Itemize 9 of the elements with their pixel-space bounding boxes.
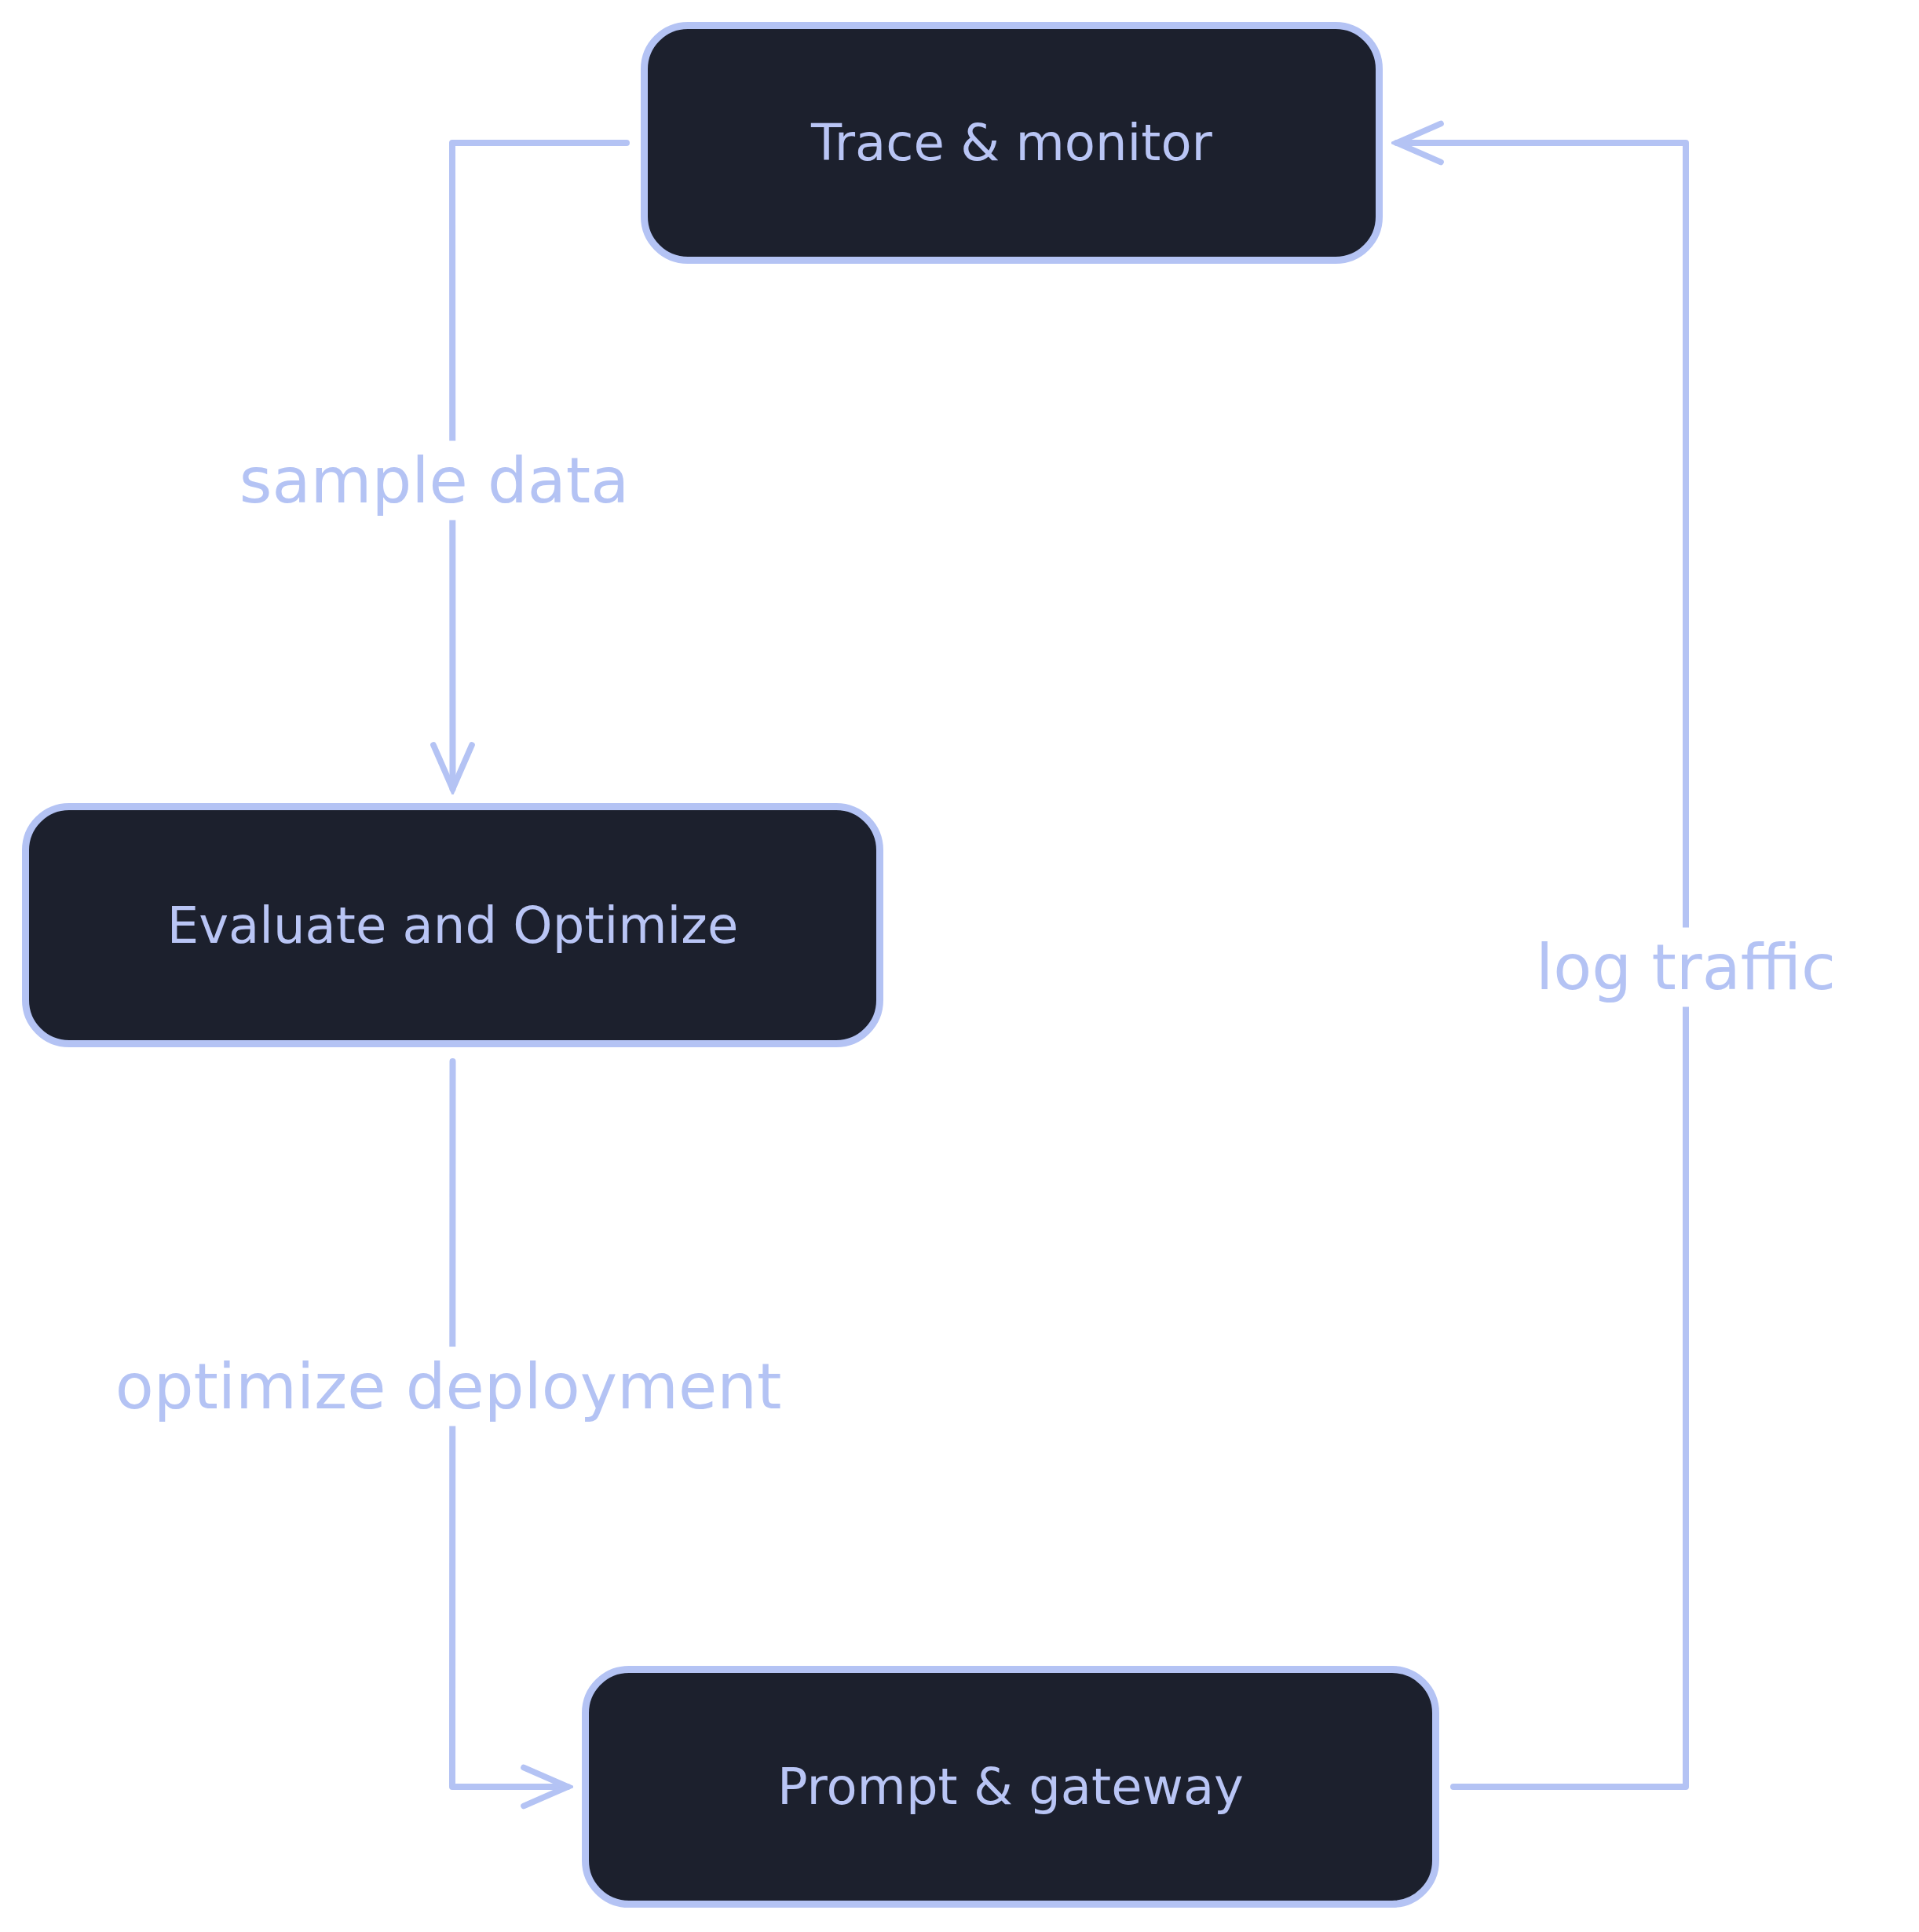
node-label: Prompt & gateway bbox=[777, 1758, 1244, 1816]
arrow bbox=[1394, 120, 1689, 1790]
process-box bbox=[641, 22, 1383, 264]
process-box bbox=[582, 1666, 1439, 1908]
node-label: Evaluate and Optimize bbox=[166, 896, 739, 955]
arrow bbox=[449, 1058, 571, 1810]
arrow bbox=[430, 140, 630, 792]
node-label: Trace & monitor bbox=[811, 114, 1212, 172]
process-box bbox=[22, 803, 883, 1047]
